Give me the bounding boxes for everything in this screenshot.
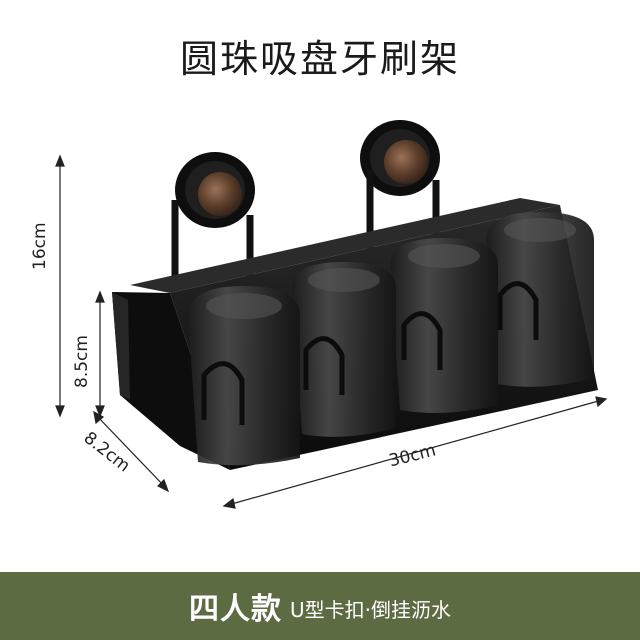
cup-1: [188, 286, 300, 466]
product-title: 圆珠吸盘牙刷架: [179, 37, 460, 81]
product-illustration: [55, 120, 608, 509]
cup-4: [486, 212, 594, 387]
cup-2: [292, 262, 396, 437]
bottom-banner: 四人款 U型卡扣·倒挂沥水: [0, 572, 640, 640]
dimension-height-cup: 8.5cm: [72, 335, 92, 388]
dimension-lines: [55, 154, 608, 509]
cup-3: [390, 238, 498, 414]
suction-hook-right: [360, 120, 440, 250]
dimension-height-total: 16cm: [30, 222, 50, 270]
banner-sub-text: U型卡扣·倒挂沥水: [290, 597, 451, 622]
banner-main-text: 四人款: [189, 592, 282, 627]
